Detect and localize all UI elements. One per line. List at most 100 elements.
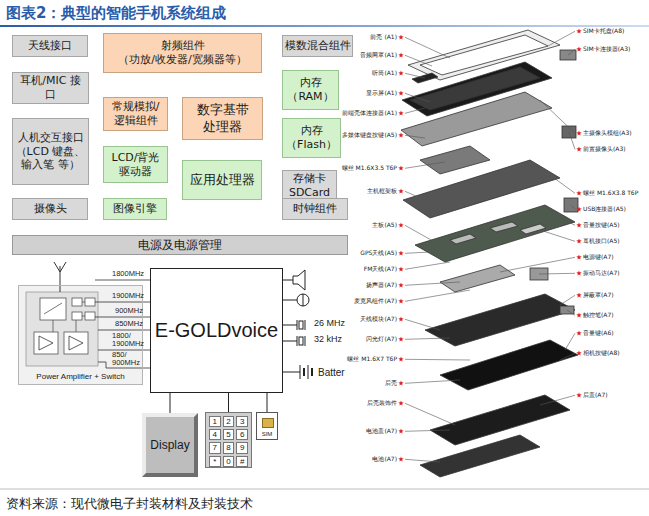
red-star: [576, 331, 581, 336]
leader-line: [405, 262, 450, 269]
caption-rule: [0, 489, 649, 490]
node-text: 图像引擎: [113, 202, 157, 216]
red-star: [398, 457, 403, 462]
red-star: [398, 251, 403, 256]
callout-label: 后壳装饰件: [367, 400, 397, 407]
leader-line: [565, 333, 575, 350]
key-label: 7: [209, 442, 221, 453]
display-box: Display: [142, 413, 198, 477]
callout-label: 前置摄像头(A3): [583, 146, 626, 153]
node-text: 耳机/MIC 接口: [15, 74, 86, 102]
leader-line: [540, 395, 575, 405]
crystal-label: 32 kHz: [314, 335, 342, 345]
driver-box: LCD/背光驱动器: [103, 146, 168, 183]
red-star: [576, 351, 581, 356]
callout-label: 音量键(A6): [583, 330, 614, 337]
component-box: 模数混合组件: [282, 35, 353, 57]
red-star: [576, 207, 581, 212]
engine-box: 图像引擎: [103, 198, 167, 220]
red-star: [576, 271, 581, 276]
red-star: [398, 189, 403, 194]
key-label: 6: [236, 429, 248, 440]
callout-label: 触控笔(A7): [583, 312, 614, 319]
leader-line: [405, 108, 425, 113]
leader-line: [539, 273, 575, 275]
callout-label: 扬声器(A7): [366, 282, 397, 289]
crystal-label: 26 MHz: [314, 319, 345, 329]
node-text: 人机交互接口（LCD 键盘、输入笔 等）: [15, 131, 86, 172]
red-star: [576, 293, 581, 298]
red-star: [398, 283, 403, 288]
node-text: 应用处理器: [190, 172, 255, 188]
callout-label: SIM卡托盘(A8): [583, 28, 624, 35]
sim-card: SIM: [256, 412, 278, 440]
leader-line: [405, 37, 450, 58]
figure-title: 图表2：典型的智能手机系统组成: [6, 4, 226, 23]
red-star: [576, 223, 581, 228]
callout-label: 听筒(A1): [372, 70, 397, 77]
key-label: 3: [236, 416, 248, 427]
source-caption: 资料来源：现代微电子封装材料及封装技术: [6, 495, 253, 513]
key-label: 1: [209, 416, 221, 427]
leader-line: [560, 295, 575, 305]
interface-box: 天线接口: [12, 35, 88, 57]
red-star: [398, 267, 403, 272]
leader-line: [568, 49, 575, 55]
title-rule: [0, 25, 649, 27]
component-box: 常规模拟/逻辑组件: [103, 97, 168, 131]
key-label: 2: [223, 416, 235, 427]
callout-label: 前壳 (A1): [370, 34, 397, 41]
callout-label: 耳机接口(A5): [583, 238, 620, 245]
red-star: [576, 191, 581, 196]
leader-line: [405, 252, 430, 253]
node-text: E-GOLDvoice: [155, 318, 278, 343]
leader-line: [405, 459, 440, 462]
node-text: 内存 （RAM）: [285, 76, 336, 104]
processor-box: 应用处理器: [182, 160, 262, 200]
leader-line: [405, 135, 425, 138]
leader-line: [405, 359, 470, 361]
red-star: [398, 317, 403, 322]
leader-line: [571, 205, 575, 209]
leader-line: [560, 353, 575, 360]
leader-line: [560, 218, 575, 225]
red-star: [576, 147, 581, 152]
callout-label: 音频网罩(A1): [360, 52, 397, 59]
leader-line: [569, 132, 575, 149]
callout-label: 螺丝 M1.6X3.8 T6P: [583, 190, 638, 197]
node-text: 内存 （Flash）: [285, 124, 338, 152]
node-text: 天线接口: [28, 39, 72, 53]
leader-line: [405, 191, 425, 200]
node-text: Display: [150, 438, 189, 453]
callout-label: 前端壳体连接器(A1): [342, 110, 397, 117]
callout-label: 后壳: [385, 380, 397, 387]
red-star: [398, 166, 403, 171]
key-label: 9: [236, 442, 248, 453]
red-star: [398, 223, 403, 228]
node-text: 模数混合组件: [285, 39, 351, 52]
callout-label: 天线模块(A7): [360, 316, 397, 323]
leader-line: [540, 100, 575, 133]
chip-box: E-GOLDvoice: [150, 268, 283, 393]
frequency-label: 1900MHz: [112, 292, 144, 300]
red-star: [576, 47, 581, 52]
node-text: SIM: [262, 431, 273, 439]
leader-line: [405, 73, 425, 78]
leader-line: [405, 225, 440, 245]
red-star: [398, 35, 403, 40]
red-star: [398, 91, 403, 96]
interface-box: 耳机/MIC 接口: [12, 72, 89, 104]
leader-line: [540, 230, 575, 241]
rf-box: 射频组件（功放/收发器/宽频器等）: [103, 33, 262, 73]
red-star: [576, 255, 581, 260]
red-star: [398, 429, 403, 434]
leader-line: [550, 175, 575, 193]
callout-label: 显示屏(A1): [366, 90, 397, 97]
callout-label: 多媒体键盘按键(A5): [342, 132, 397, 139]
callout-label: USB连接器(A5): [583, 206, 626, 213]
red-star: [398, 401, 403, 406]
red-star: [398, 337, 403, 342]
red-star: [398, 357, 403, 362]
power-band: 电源及电源管理: [12, 235, 348, 255]
node-text: 射频组件: [161, 39, 205, 53]
